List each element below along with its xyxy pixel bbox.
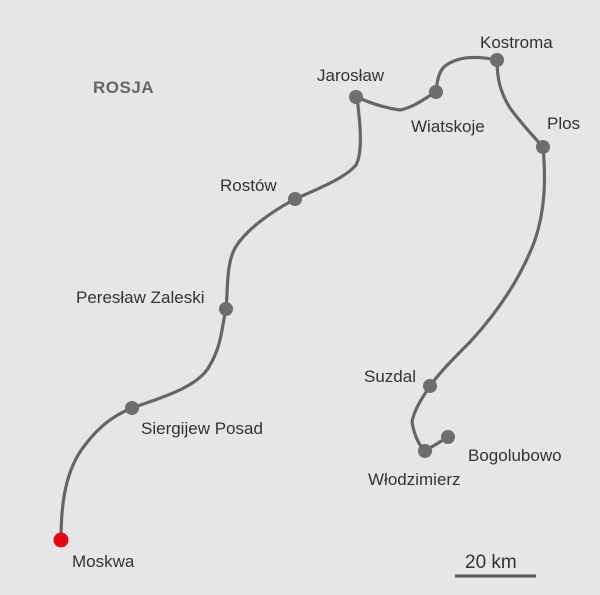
city-dot-wlodzimierz	[418, 444, 432, 458]
country-label: ROSJA	[93, 78, 154, 97]
scale-bar: 20 km	[455, 552, 536, 578]
city-label-moskwa: Moskwa	[72, 552, 135, 571]
scale-bar-label: 20 km	[465, 552, 517, 573]
city-label-pereslaw-zaleski: Peresław Zaleski	[76, 288, 205, 307]
city-dot-wiatskoje	[429, 85, 443, 99]
city-label-bogolubowo: Bogolubowo	[468, 446, 562, 465]
city-dot-siergijew-posad	[125, 401, 139, 415]
city-label-plos: Plos	[547, 114, 580, 133]
city-dot-suzdal	[423, 379, 437, 393]
route-line	[59, 55, 547, 542]
city-label-suzdal: Suzdal	[364, 367, 416, 386]
city-label-kostroma: Kostroma	[480, 33, 553, 52]
city-dot-kostroma	[490, 53, 504, 67]
city-label-jaroslaw: Jarosław	[317, 66, 385, 85]
city-label-siergijew-posad: Siergijew Posad	[141, 419, 263, 438]
city-dot-rostow	[288, 192, 302, 206]
city-dot-bogolubowo	[441, 430, 455, 444]
city-dot-jaroslaw	[349, 90, 363, 104]
city-label-wlodzimierz: Włodzimierz	[368, 470, 461, 489]
city-label-wiatskoje: Wiatskoje	[411, 117, 485, 136]
city-dot-plos	[536, 140, 550, 154]
city-label-rostow: Rostów	[220, 176, 277, 195]
city-dot-pereslaw-zaleski	[219, 302, 233, 316]
city-dot-moskwa	[53, 532, 69, 548]
